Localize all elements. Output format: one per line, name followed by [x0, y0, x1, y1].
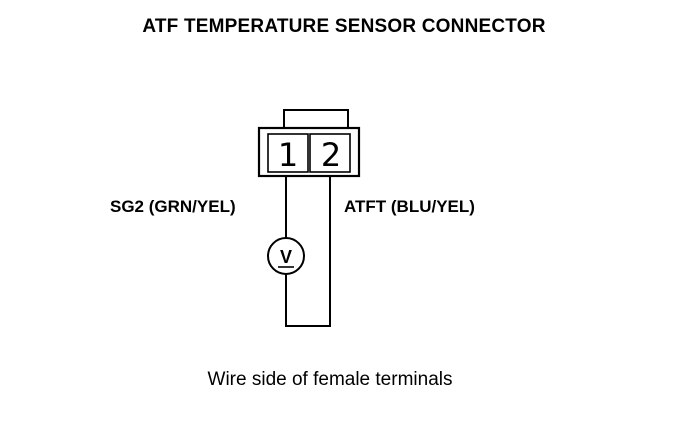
terminal-1-cavity	[267, 133, 309, 173]
connector-body	[257, 126, 361, 178]
terminal-2-wire-label: ATFT (BLU/YEL)	[344, 197, 475, 216]
terminal-2-cavity	[309, 133, 351, 173]
test-lead-loop	[285, 176, 331, 327]
diagram-title: ATF TEMPERATURE SENSOR CONNECTOR	[142, 16, 546, 37]
terminal-1-wire-label: SG2 (GRN/YEL)	[110, 197, 236, 216]
terminal-2-number: 2	[321, 136, 341, 174]
voltmeter-symbol: V	[280, 247, 292, 267]
diagram-caption: Wire side of female terminals	[207, 369, 453, 390]
terminal-1-number: 1	[278, 136, 298, 174]
